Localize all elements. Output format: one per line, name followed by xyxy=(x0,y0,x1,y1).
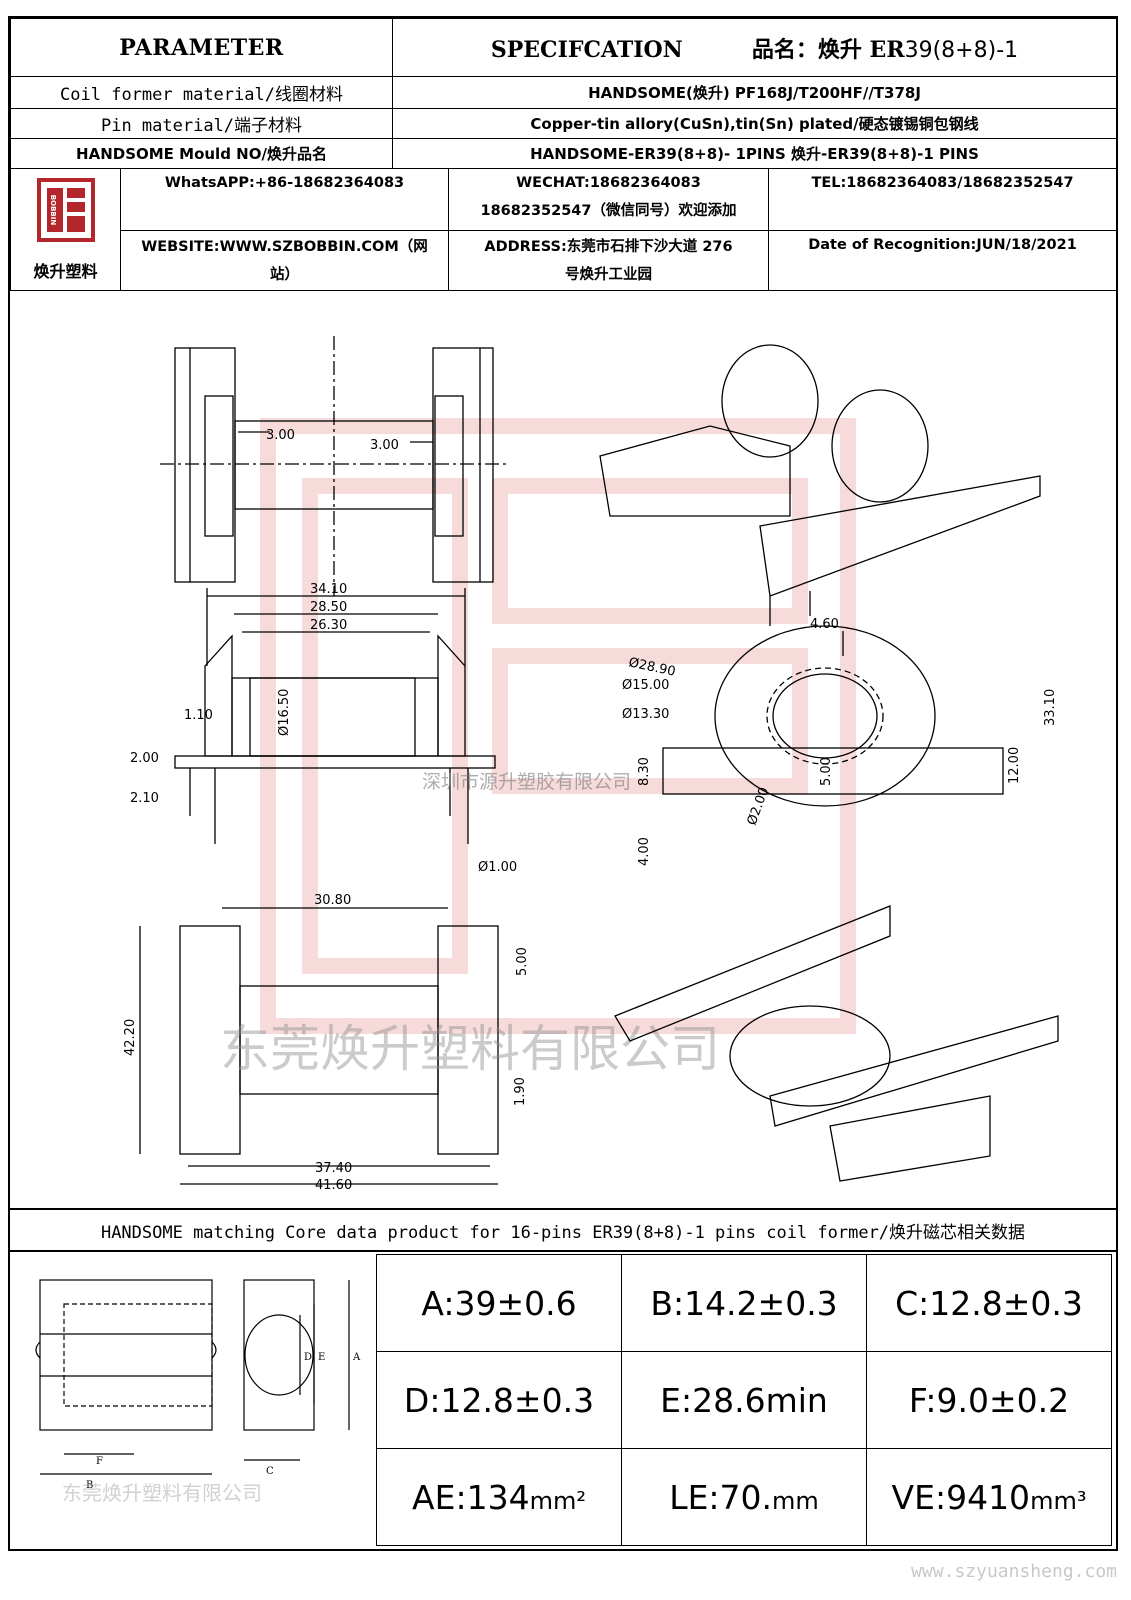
core-sketch: D E A F B C 东莞焕升塑料有限公司 xyxy=(35,1279,361,1505)
mould-no-value: HANDSOME-ER39(8+8)- 1PINS 焕升-ER39(8+8)-1… xyxy=(392,138,1117,169)
pin-material-label: Pin material/端子材料 xyxy=(10,108,393,139)
contact-table: BOBBIN 焕升塑料 WhatsAPP:+86-18682364083 WEC… xyxy=(10,168,1117,291)
core-value-b: B:14.2±0.3 xyxy=(621,1254,867,1352)
company-logo: BOBBIN 焕升塑料 xyxy=(10,168,121,291)
dim-dia-16-50: Ø16.50 xyxy=(277,689,292,736)
sketch-label-f: F xyxy=(96,1456,103,1467)
dim-3-00-b: 3.00 xyxy=(370,438,399,453)
dim-3-00-a: 3.00 xyxy=(266,428,295,443)
sketch-label-c: C xyxy=(266,1466,274,1477)
website-line-2: 站） xyxy=(270,266,299,283)
core-values-table: A:39±0.6 B:14.2±0.3 C:12.8±0.3 D:12.8±0.… xyxy=(376,1254,1112,1546)
dim-8-30: 8.30 xyxy=(637,757,652,786)
dim-33-10: 33.10 xyxy=(1043,689,1058,726)
le-value: LE:70. xyxy=(669,1477,773,1517)
background-logo-watermark xyxy=(260,418,856,1034)
core-data-heading: HANDSOME matching Core data product for … xyxy=(10,1208,1116,1252)
core-value-f: F:9.0±0.2 xyxy=(866,1351,1112,1449)
date-cell: Date of Recognition:JUN/18/2021 xyxy=(768,230,1117,291)
dim-5-00-b: 5.00 xyxy=(515,947,530,976)
isometric-view-bottom xyxy=(614,905,1059,1182)
side-view: 34.10 28.50 26.30 1.10 2.00 2.10 Ø1.00 Ø… xyxy=(130,582,631,875)
sketch-label-b: B xyxy=(86,1480,93,1491)
isometric-view-top xyxy=(599,344,1041,626)
product-code: 39(8+8)-1 xyxy=(904,37,1019,63)
coil-material-label: Coil former material/线圈材料 xyxy=(10,76,393,109)
dim-34-10: 34.10 xyxy=(310,582,347,597)
website-cell: WEBSITE:WWW.SZBOBBIN.COM（网 站） xyxy=(120,230,449,291)
dim-28-50: 28.50 xyxy=(310,600,347,615)
whatsapp-cell: WhatsAPP:+86-18682364083 xyxy=(120,168,449,231)
sketch-label-e: E xyxy=(318,1352,325,1363)
ae-value: AE:134 xyxy=(412,1477,530,1517)
footer-url: www.szyuansheng.com xyxy=(911,1561,1117,1582)
sketch-label-a: A xyxy=(352,1352,361,1363)
dim-41-60: 41.60 xyxy=(315,1178,352,1193)
logo-glyph-text: BOBBIN xyxy=(49,194,57,225)
core-value-e: E:28.6min xyxy=(621,1351,867,1449)
dim-1-10: 1.10 xyxy=(184,708,213,723)
dim-5-00: 5.00 xyxy=(819,757,834,786)
wechat-cell: WECHAT:18682364083 18682352547（微信同号）欢迎添加 xyxy=(448,168,769,231)
tel-text: TEL:18682364083/18682352547 xyxy=(811,175,1074,191)
core-value-a: A:39±0.6 xyxy=(376,1254,622,1352)
dim-2-10: 2.10 xyxy=(130,791,159,806)
pin-material-value: Copper-tin allory(CuSn),tin(Sn) plated/硬… xyxy=(392,108,1117,139)
sketch-watermark: 东莞焕升塑料有限公司 xyxy=(62,1481,262,1505)
dim-dia-1-00: Ø1.00 xyxy=(478,860,517,875)
bottom-view: 30.80 42.20 5.00 1.90 37.40 41.60 东莞焕升塑料… xyxy=(123,893,720,1193)
address-line-2: 号焕升工业园 xyxy=(565,266,652,283)
sketch-label-d: D xyxy=(304,1352,312,1363)
spec-sheet: PARAMETER SPECIFCATION 品名：焕升 ER39(8+8)-1… xyxy=(8,16,1118,1551)
header-table: PARAMETER SPECIFCATION 品名：焕升 ER39(8+8)-1… xyxy=(10,18,1117,169)
ve-unit: mm³ xyxy=(1030,1486,1087,1515)
dim-12-00: 12.00 xyxy=(1007,747,1022,784)
core-value-c: C:12.8±0.3 xyxy=(866,1254,1112,1352)
dim-37-40: 37.40 xyxy=(315,1161,352,1176)
coil-material-value: HANDSOME(焕升) PF168J/T200HF//T378J xyxy=(392,76,1117,109)
logo-mark-icon: BOBBIN xyxy=(36,177,95,242)
wechat-line-2: 18682352547（微信同号）欢迎添加 xyxy=(480,203,737,219)
watermark-dongguan: 东莞焕升塑料有限公司 xyxy=(220,1020,720,1078)
drawing-canvas: 3.00 3.00 34.10 28.50 26.30 1.10 2.00 xyxy=(123,336,1059,1193)
mould-no-label: HANDSOME Mould NO/焕升品名 xyxy=(10,138,393,169)
wechat-line-1: WECHAT:18682364083 xyxy=(516,175,701,191)
core-value-le: LE:70.mm xyxy=(621,1448,867,1546)
product-name-label: 品名：焕升 ER xyxy=(751,36,905,63)
dim-42-20: 42.20 xyxy=(123,1019,138,1056)
recognition-date: Date of Recognition:JUN/18/2021 xyxy=(808,237,1077,253)
dim-26-30: 26.30 xyxy=(310,618,347,633)
ae-unit: mm² xyxy=(529,1486,586,1515)
dim-4-00: 4.00 xyxy=(637,837,652,866)
dim-dia-15-00: Ø15.00 xyxy=(622,678,669,693)
specification-title: SPECIFCATION xyxy=(490,36,683,63)
core-value-ae: AE:134mm² xyxy=(376,1448,622,1546)
address-cell: ADDRESS:东莞市石排下沙大道 276 号焕升工业园 xyxy=(448,230,769,291)
parameter-heading: PARAMETER xyxy=(10,18,393,77)
technical-drawing: 3.00 3.00 34.10 28.50 26.30 1.10 2.00 xyxy=(10,296,1116,1208)
website-line-1: WEBSITE:WWW.SZBOBBIN.COM（网 xyxy=(141,238,428,255)
dim-30-80: 30.80 xyxy=(314,893,351,908)
top-view: 3.00 3.00 xyxy=(160,336,510,596)
ve-value: VE:9410 xyxy=(891,1477,1031,1517)
whatsapp-text: WhatsAPP:+86-18682364083 xyxy=(164,175,405,191)
core-value-d: D:12.8±0.3 xyxy=(376,1351,622,1449)
dim-2-00: 2.00 xyxy=(130,751,159,766)
spec-heading: SPECIFCATION 品名：焕升 ER39(8+8)-1 xyxy=(392,18,1117,77)
dim-4-60: 4.60 xyxy=(810,617,839,632)
tel-cell: TEL:18682364083/18682352547 xyxy=(768,168,1117,231)
watermark-shenzhen: 深圳市源升塑胶有限公司 xyxy=(422,771,631,793)
dim-dia-13-30: Ø13.30 xyxy=(622,707,669,722)
core-data-section: D E A F B C 东莞焕升塑料有限公司 A:39±0.6 B:14.2±0… xyxy=(10,1252,1116,1549)
logo-caption: 焕升塑料 xyxy=(33,261,98,281)
address-line-1: ADDRESS:东莞市石排下沙大道 276 xyxy=(484,238,733,255)
core-value-ve: VE:9410mm³ xyxy=(866,1448,1112,1546)
dim-1-90: 1.90 xyxy=(513,1077,528,1106)
le-unit: mm xyxy=(772,1486,819,1515)
